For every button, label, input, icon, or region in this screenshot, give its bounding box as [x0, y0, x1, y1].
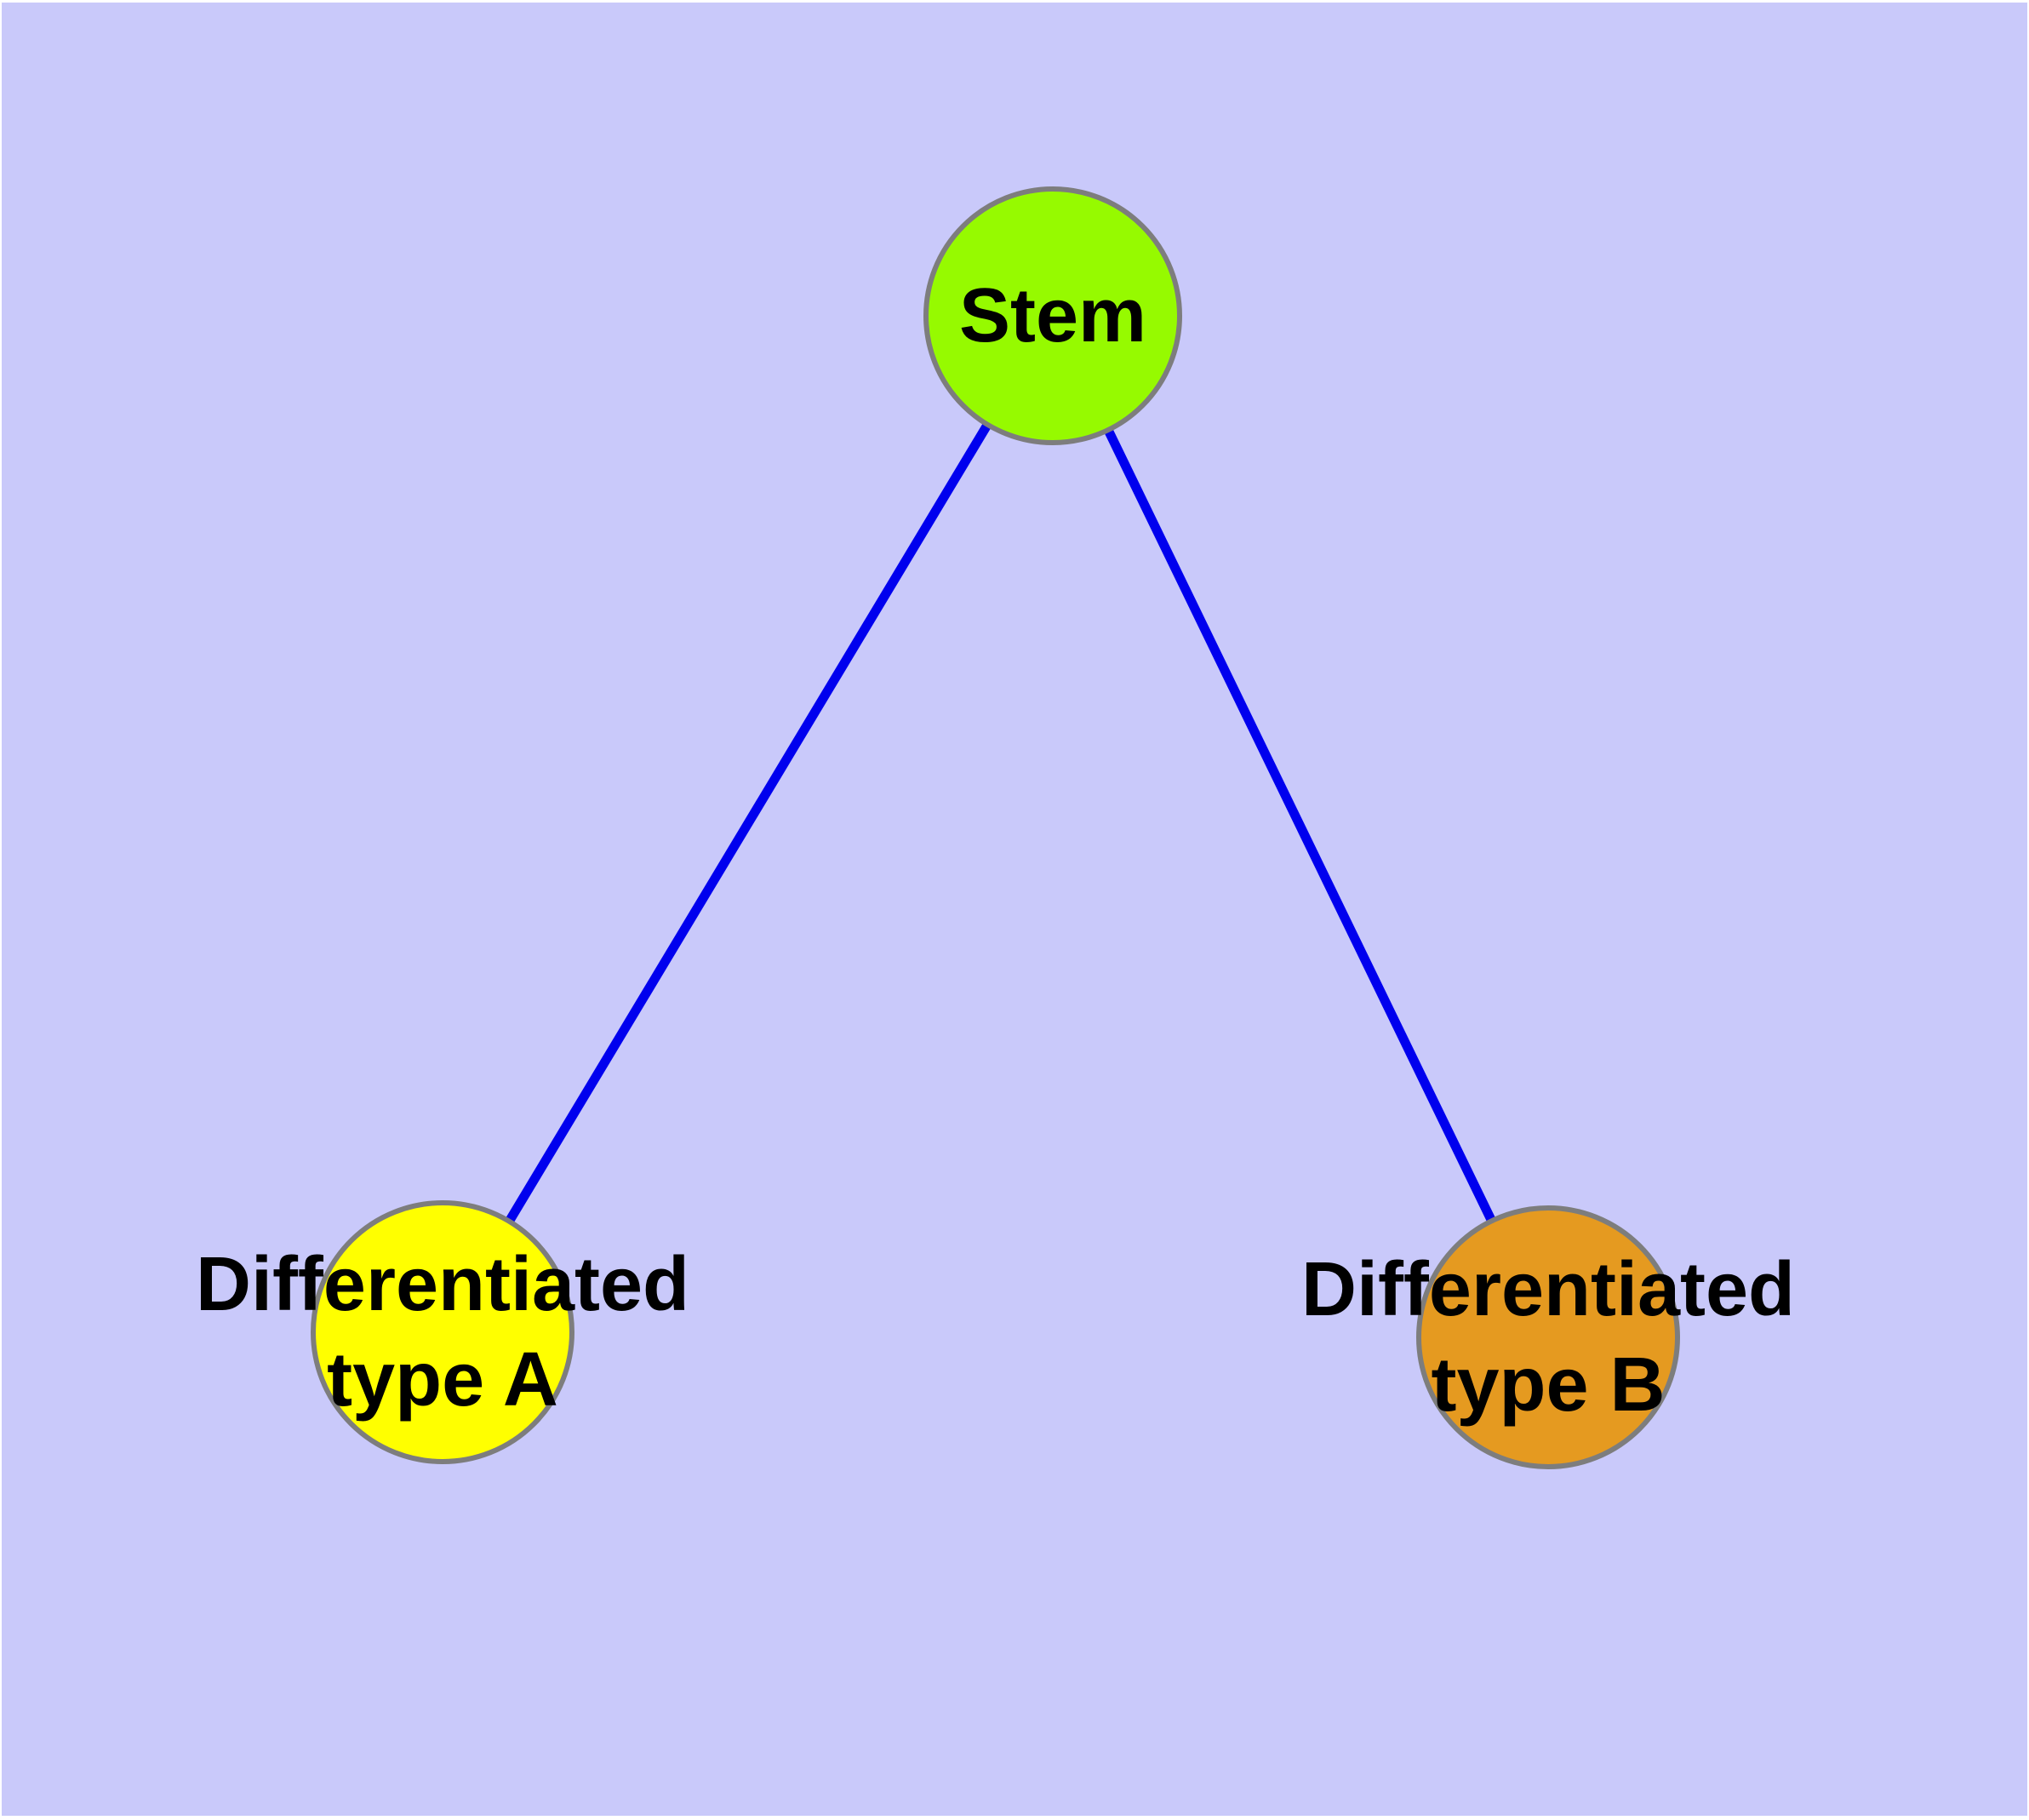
- node-differentiated-type-a-circle: [311, 1200, 574, 1464]
- node-stem-label: Stem: [959, 273, 1146, 358]
- edge-stem-to-differentiated-type-a: [438, 313, 1057, 1335]
- node-stem-circle: [923, 186, 1182, 445]
- node-differentiated-type-b-circle: [1416, 1205, 1680, 1469]
- edge-stem-to-differentiated-type-b: [1049, 313, 1552, 1340]
- nodes-layer: [311, 186, 1680, 1469]
- edges-layer: [438, 313, 1552, 1340]
